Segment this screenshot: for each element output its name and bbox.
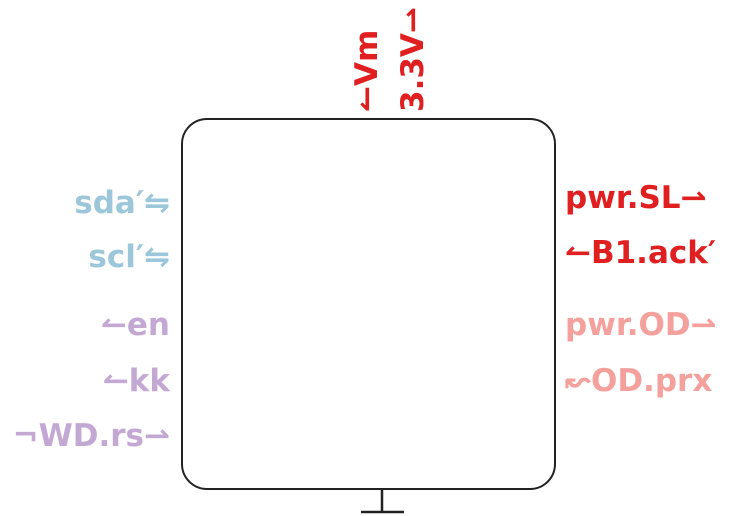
signal-pwr-od: pwr.OD⇀: [565, 307, 717, 343]
signal-pwr-sl: pwr.SL⇀: [565, 180, 707, 216]
signal-kk: ↼kk: [102, 363, 170, 399]
component-block: [181, 118, 556, 490]
signal-od-prx: ↜OD.prx: [565, 363, 713, 399]
signal-scl: scl′⇋: [88, 239, 170, 275]
signal-en: ↼en: [100, 307, 170, 343]
signal-sda: sda′⇋: [74, 185, 170, 221]
signal-b1-ack: ↼B1.ack′: [565, 235, 717, 271]
signal-wd-rs: ¬WD.rs⇀: [12, 418, 170, 454]
